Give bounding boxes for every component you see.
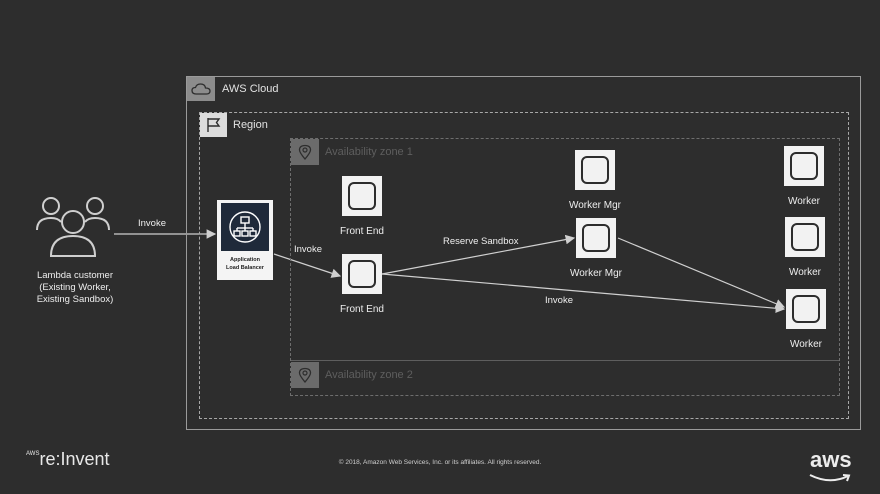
aws-logo: aws [809,447,852,482]
front-end-label-top: Front End [340,226,384,237]
worker-node-1 [784,146,824,186]
front-end-node-bottom [342,254,382,294]
customer-label-line1: Lambda customer [36,270,114,281]
server-icon [582,224,610,252]
users-icon [34,194,112,265]
worker-mgr-label-bottom: Worker Mgr [569,268,623,279]
worker-mgr-label-top: Worker Mgr [568,200,622,211]
aws-smile-icon [809,474,851,482]
server-icon [348,260,376,288]
az-divider [291,360,839,361]
server-icon [792,295,820,323]
front-end-label-bottom: Front End [340,304,384,315]
copyright-text: © 2018, Amazon Web Services, Inc. or its… [338,459,542,466]
reinvent-logo-small: AWS [26,451,40,457]
load-balancer-icon [221,203,269,251]
edge-alb-to-frontend [273,253,342,278]
location-pin-icon [291,362,319,388]
edge-label-reserve-sandbox: Reserve Sandbox [443,236,519,247]
worker-label-2: Worker [788,267,822,278]
edge-frontend-to-worker [381,273,786,314]
server-icon [791,223,819,251]
server-icon [348,182,376,210]
worker-label-1: Worker [787,196,821,207]
worker-mgr-node-top [575,150,615,190]
region-group [199,112,849,419]
worker-node-3 [786,289,826,329]
reinvent-logo: AWSre:Invent [26,449,110,470]
aws-logo-text: aws [810,447,852,472]
flag-icon [200,113,227,137]
alb-label-line2: Load Balancer [226,265,264,271]
az2-label: Availability zone 2 [325,369,413,381]
reinvent-logo-main: re:Invent [39,449,110,469]
server-icon [790,152,818,180]
location-pin-icon [291,139,319,165]
aws-cloud-group [186,76,861,430]
region-label: Region [233,119,268,131]
front-end-node-top [342,176,382,216]
application-load-balancer: Application Load Balancer [217,200,273,280]
customer-label: Lambda customer (Existing Worker, Existi… [20,270,130,306]
aws-cloud-label: AWS Cloud [222,83,279,95]
worker-mgr-node-bottom [576,218,616,258]
worker-node-2 [785,217,825,257]
edge-label-invoke-alb: Invoke [294,244,322,255]
availability-zones-group [290,138,840,396]
az1-label: Availability zone 1 [325,146,413,158]
cloud-icon [187,77,215,101]
customer-label-line3: Existing Sandbox) [36,294,114,305]
customer-label-line2: (Existing Worker, [39,282,111,293]
edge-label-invoke-customer: Invoke [138,218,166,229]
edge-workermgr-to-worker [617,237,786,309]
worker-label-3: Worker [789,339,823,350]
edge-frontend-to-workermgr [381,234,576,275]
alb-label-line1: Application [230,257,260,263]
alb-label: Application Load Balancer [217,256,273,272]
server-icon [581,156,609,184]
edge-label-invoke-worker: Invoke [545,295,573,306]
